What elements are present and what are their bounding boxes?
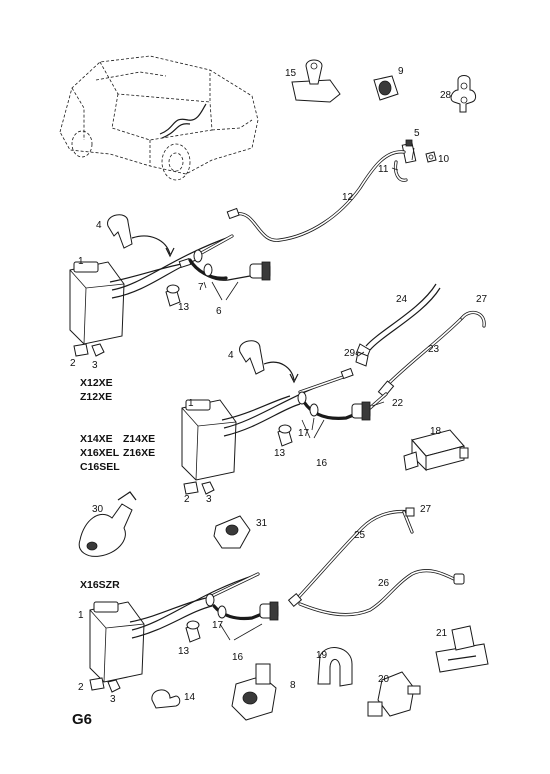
- hose-27-upper: [460, 310, 486, 328]
- callout-8: 8: [290, 680, 296, 691]
- engine-label-x14xe: X14XE: [80, 433, 113, 445]
- bracket-21: [435, 625, 489, 673]
- pipe-25: [287, 509, 412, 607]
- engine-label-z12xe: Z12XE: [80, 391, 112, 403]
- vacuum-pipe-12: [226, 150, 406, 242]
- hose-27-lower: [402, 507, 415, 534]
- engine-label-x16szr: X16SZR: [80, 579, 120, 591]
- engine-labels: X12XE Z12XE X14XE Z14XE X16XEL Z16XE C16…: [80, 377, 155, 591]
- clip-15: [291, 59, 341, 103]
- callout-13-group3: 13: [178, 646, 190, 657]
- callout-26: 26: [378, 578, 390, 589]
- pipe-26: [298, 569, 465, 617]
- callout-28: 28: [440, 90, 452, 101]
- callout-3-group2: 3: [206, 494, 212, 505]
- callout-24: 24: [396, 294, 408, 305]
- leader-lines: [203, 147, 415, 641]
- callout-13-group2: 13: [274, 448, 286, 459]
- car-illustration: [59, 55, 259, 181]
- callout-3-group3: 3: [110, 694, 116, 705]
- callout-1-group1: 1: [78, 256, 84, 267]
- callout-15: 15: [285, 68, 297, 79]
- callout-20: 20: [378, 674, 390, 685]
- callout-2-group1: 2: [70, 358, 76, 369]
- pipe-30: [78, 491, 137, 557]
- clip-28: [450, 75, 477, 113]
- hose-11: [393, 160, 408, 182]
- callout-numbers: 15 9 28 5 10 11 12 4 1 7 13 6 2 3 24 27 …: [70, 66, 488, 705]
- callout-10: 10: [438, 154, 450, 165]
- grommet-9: [373, 75, 399, 101]
- page-code: G6: [72, 711, 92, 728]
- callout-17-group3: 17: [212, 620, 224, 631]
- clip-14: [151, 689, 181, 709]
- callout-6: 6: [216, 306, 222, 317]
- callout-16-group2: 16: [316, 458, 328, 469]
- callout-25: 25: [354, 530, 366, 541]
- engine-label-z16xe: Z16XE: [123, 447, 155, 459]
- callout-2-group3: 2: [78, 682, 84, 693]
- callout-18: 18: [430, 426, 442, 437]
- callout-3-group1: 3: [92, 360, 98, 371]
- callout-12: 12: [342, 192, 354, 203]
- callout-16-group3: 16: [232, 652, 244, 663]
- callout-2-group2: 2: [184, 494, 190, 505]
- group1-assembly: [69, 214, 271, 357]
- callout-9: 9: [398, 66, 404, 77]
- callout-17-group2: 17: [298, 428, 310, 439]
- callout-1-group3: 1: [78, 610, 84, 621]
- engine-label-z14xe: Z14XE: [123, 433, 155, 445]
- callout-11: 11: [378, 164, 389, 175]
- bracket-8: [231, 663, 277, 721]
- callout-4-group2: 4: [228, 350, 234, 361]
- callout-13-group1: 13: [178, 302, 190, 313]
- engine-label-c16sel: C16SEL: [80, 461, 120, 473]
- callout-31: 31: [256, 518, 268, 529]
- callout-7: 7: [198, 282, 204, 293]
- callout-5: 5: [414, 128, 420, 139]
- pipe-23: [377, 316, 464, 398]
- callout-30: 30: [92, 504, 104, 515]
- solenoid-valve-18: [403, 429, 469, 472]
- engine-label-x16xel: X16XEL: [80, 447, 120, 459]
- engine-label-x12xe: X12XE: [80, 377, 113, 389]
- valve-20: [367, 671, 421, 717]
- group3-assembly: [89, 572, 279, 693]
- callout-22: 22: [392, 398, 404, 409]
- callout-19: 19: [316, 650, 328, 661]
- hose-19: [317, 647, 353, 687]
- callout-21: 21: [436, 628, 448, 639]
- callout-27-lower: 27: [420, 504, 432, 515]
- callout-1-group2: 1: [188, 398, 194, 409]
- callout-14: 14: [184, 692, 196, 703]
- grommet-31: [213, 515, 251, 549]
- callout-23: 23: [428, 344, 440, 355]
- callout-4-group1: 4: [96, 220, 102, 231]
- connector-10: [425, 151, 437, 163]
- callout-29: 29: [344, 348, 356, 359]
- callout-27-upper: 27: [476, 294, 488, 305]
- group2-assembly: [181, 340, 371, 495]
